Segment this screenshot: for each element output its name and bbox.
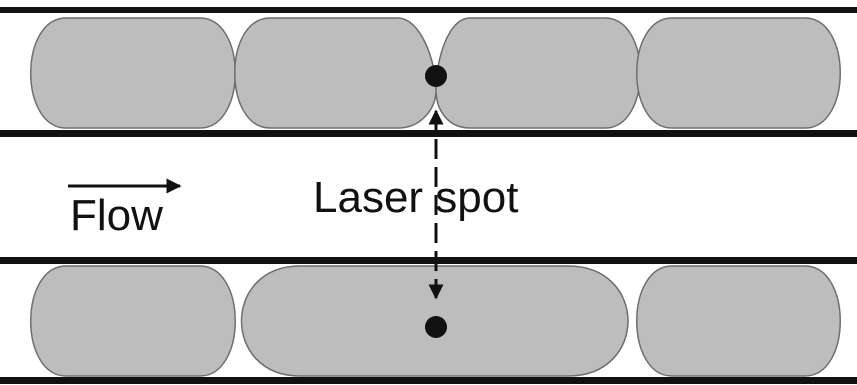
- laser-spot-marker: Laser spot: [313, 109, 518, 300]
- lower-plug-1: [30, 265, 236, 377]
- upper-channel-bottom-wall: [0, 130, 857, 137]
- lower-plug-3: [636, 265, 841, 377]
- upper-channel: [0, 7, 857, 137]
- flow-indicator: Flow: [68, 178, 182, 240]
- lower-channel: [0, 257, 857, 384]
- upper-plug-1: [30, 17, 236, 129]
- lower-laser-spot: [425, 316, 447, 338]
- upper-channel-top-wall: [0, 7, 857, 13]
- lower-channel-top-wall: [0, 257, 857, 264]
- upper-plug-3: [636, 17, 841, 129]
- laser-spot-label: Laser spot: [313, 173, 518, 222]
- upper-laser-spot: [425, 65, 447, 87]
- flow-label: Flow: [70, 191, 163, 240]
- lower-channel-bottom-wall: [0, 377, 857, 384]
